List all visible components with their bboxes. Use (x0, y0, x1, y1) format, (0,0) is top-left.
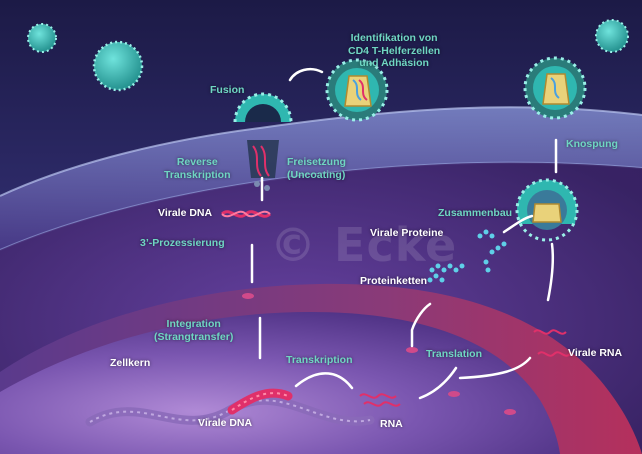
viral-rna-strand (533, 329, 571, 357)
label-prozessierung: 3’-Prozessierung (140, 237, 225, 249)
copyright-watermark: © Ecke (270, 218, 458, 272)
nucleus (0, 312, 560, 454)
fusion-virus (233, 92, 293, 123)
label-freisetzung: Freisetzung(Uncoating) (287, 156, 346, 181)
viral-proteins (477, 229, 507, 273)
budding-virus (523, 56, 587, 120)
label-fusion: Fusion (210, 84, 245, 96)
virus-particle-large (92, 40, 144, 92)
chromosome-dna (85, 388, 375, 427)
uncoating-capsid (247, 140, 279, 191)
label-integration: Integration(Strangtransfer) (154, 318, 234, 343)
label-rna: RNA (380, 418, 403, 430)
label-virale-dna-top: Virale DNA (158, 207, 213, 219)
label-virale-dna-bottom: Virale DNA (198, 417, 253, 429)
cell-membrane (0, 107, 642, 250)
process-arrows (250, 68, 558, 400)
rna-strand (359, 393, 401, 407)
label-translation: Translation (426, 348, 483, 360)
label-virale-rna: Virale RNA (568, 347, 623, 359)
virus-attachment (325, 58, 389, 122)
viral-dna-helix (220, 210, 272, 218)
assembly-virus (515, 178, 579, 242)
protein-chains (427, 263, 465, 283)
label-zusammenbau: Zusammenbau (438, 207, 513, 219)
label-proteinketten: Proteinketten (360, 275, 428, 287)
virus-particle-corner (595, 19, 629, 53)
label-transkription: Transkription (286, 354, 353, 366)
label-virale-proteine: Virale Proteine (370, 227, 444, 239)
label-knospung: Knospung (566, 138, 618, 150)
virus-particle-small (27, 23, 57, 53)
label-zellkern: Zellkern (110, 357, 151, 369)
